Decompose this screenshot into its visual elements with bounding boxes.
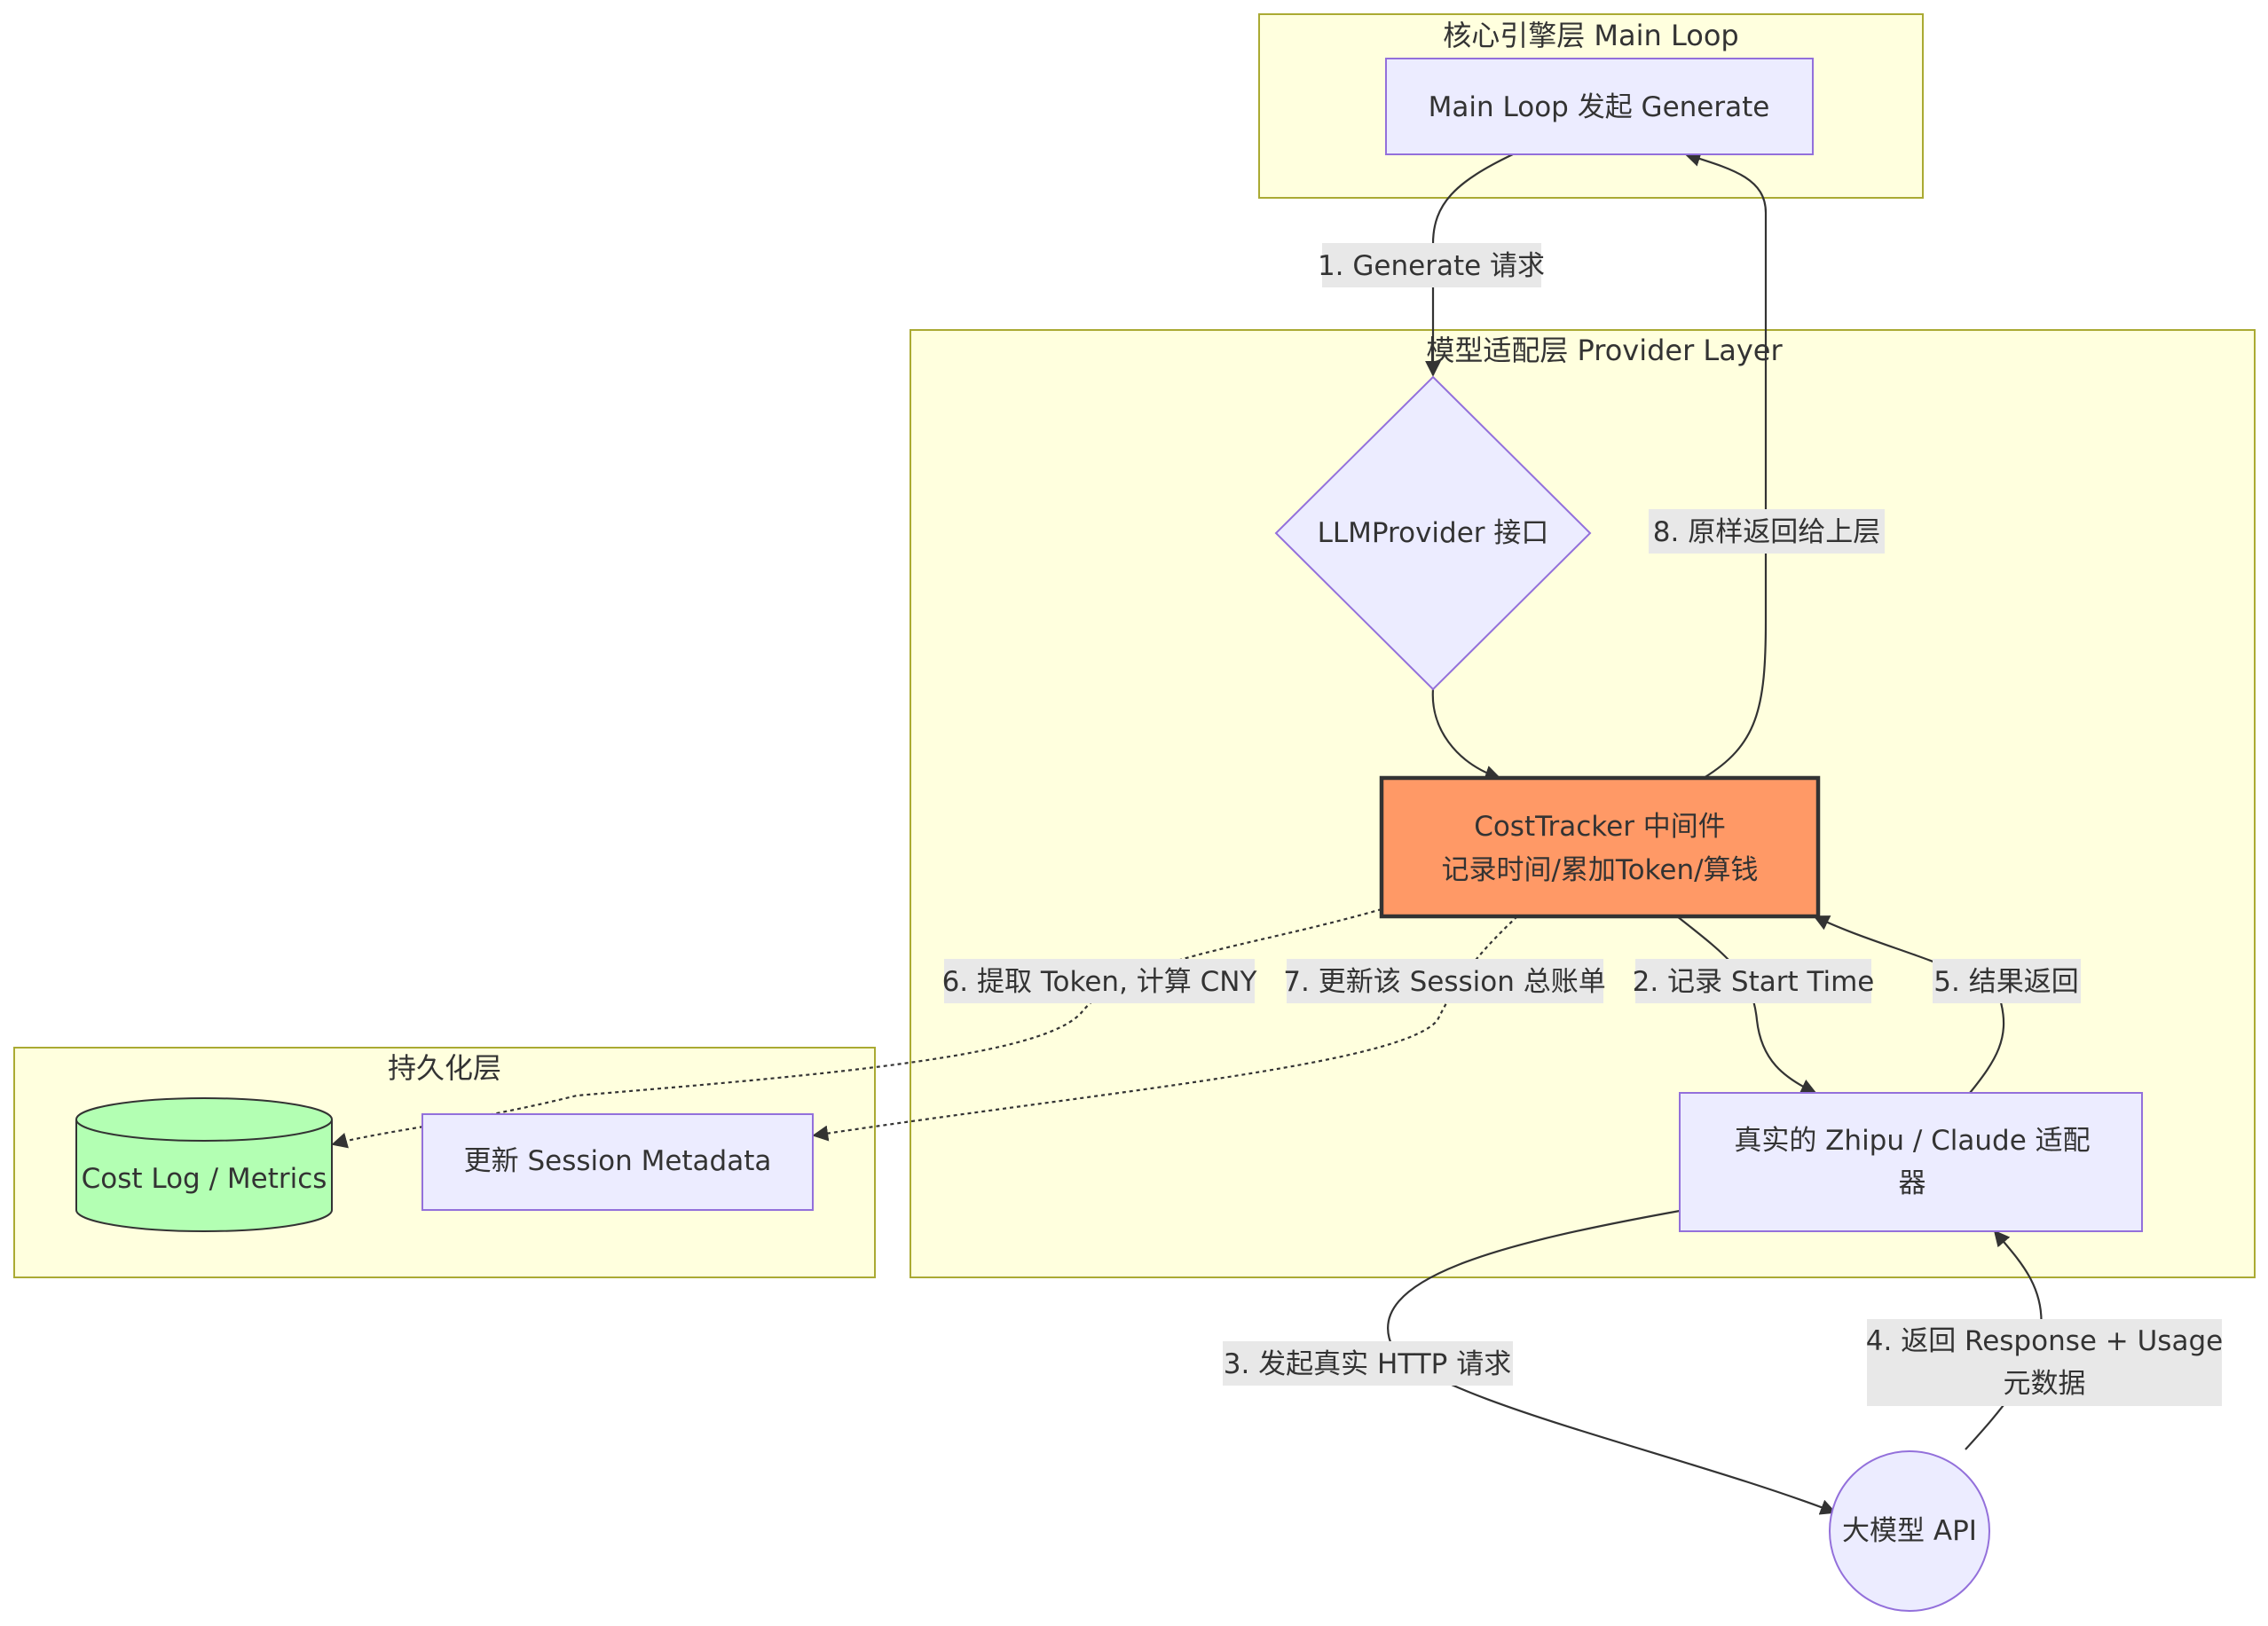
node-llm-provider: LLMProvider 接口: [1274, 375, 1592, 691]
edge-2-start-time: [1676, 915, 1817, 1095]
cluster-core-title: 核心引擎层 Main Loop: [1443, 19, 1738, 52]
cluster-provider-title: 模型适配层 Provider Layer: [1426, 334, 1783, 367]
edge-label-3: 3. 发起真实 HTTP 请求: [1223, 1341, 1513, 1386]
edge-label-2: 2. 记录 Start Time: [1633, 959, 1875, 1003]
node-session-metadata-label: 更新 Session Metadata: [464, 1145, 772, 1177]
edge-label-5: 5. 结果返回: [1933, 959, 2081, 1003]
cluster-persist-title: 持久化层: [388, 1051, 501, 1085]
node-cost-tracker-label-2: 记录时间/累加Token/算钱: [1441, 854, 1758, 886]
node-main-loop: Main Loop 发起 Generate: [1385, 58, 1814, 155]
svg-text:8. 原样返回给上层: 8. 原样返回给上层: [1653, 516, 1880, 548]
svg-text:5. 结果返回: 5. 结果返回: [1933, 966, 2078, 998]
node-llm-api-label: 大模型 API: [1842, 1515, 1977, 1547]
svg-text:3. 发起真实 HTTP 请求: 3. 发起真实 HTTP 请求: [1224, 1348, 1511, 1380]
node-llm-api: 大模型 API: [1829, 1450, 1990, 1612]
edge-1-generate-request: [1425, 153, 1514, 377]
edge-6-extract-token: [331, 907, 1382, 1149]
node-cost-log-label: Cost Log / Metrics: [82, 1163, 327, 1195]
node-adapter-label-1: 真实的 Zhipu / Claude 适配: [1734, 1125, 2090, 1157]
node-cost-tracker-label-1: CostTracker 中间件: [1474, 811, 1726, 843]
node-cost-tracker: CostTracker 中间件 记录时间/累加Token/算钱: [1379, 775, 1821, 919]
edge-label-6: 6. 提取 Token, 计算 CNY: [942, 959, 1257, 1003]
svg-text:2. 记录 Start Time: 2. 记录 Start Time: [1633, 966, 1875, 998]
node-cost-log-database: Cost Log / Metrics: [75, 1097, 333, 1232]
svg-text:1. Generate 请求: 1. Generate 请求: [1318, 250, 1545, 282]
node-main-loop-label: Main Loop 发起 Generate: [1429, 91, 1770, 123]
svg-text:7. 更新该 Session 总账单: 7. 更新该 Session 总账单: [1283, 966, 1605, 998]
edge-label-7: 7. 更新该 Session 总账单: [1283, 959, 1606, 1003]
node-adapter-label-2: 器: [1899, 1167, 1926, 1199]
node-llm-provider-label: LLMProvider 接口: [1318, 517, 1549, 549]
svg-text:4. 返回 Response + Usage: 4. 返回 Response + Usage: [1866, 1325, 2223, 1357]
edge-8-return-upper: [1684, 151, 1768, 779]
edge-llmprovider-to-costtracker: [1431, 688, 1501, 782]
node-adapter: 真实的 Zhipu / Claude 适配 器: [1679, 1092, 2143, 1232]
edge-label-8: 8. 原样返回给上层: [1649, 509, 1885, 554]
node-session-metadata: 更新 Session Metadata: [421, 1113, 814, 1211]
edge-label-4: 4. 返回 Response + Usage 元数据: [1866, 1319, 2223, 1406]
edge-label-1: 1. Generate 请求: [1318, 243, 1545, 287]
svg-text:元数据: 元数据: [2004, 1368, 2086, 1400]
svg-text:6. 提取 Token, 计算 CNY: 6. 提取 Token, 计算 CNY: [942, 966, 1257, 998]
